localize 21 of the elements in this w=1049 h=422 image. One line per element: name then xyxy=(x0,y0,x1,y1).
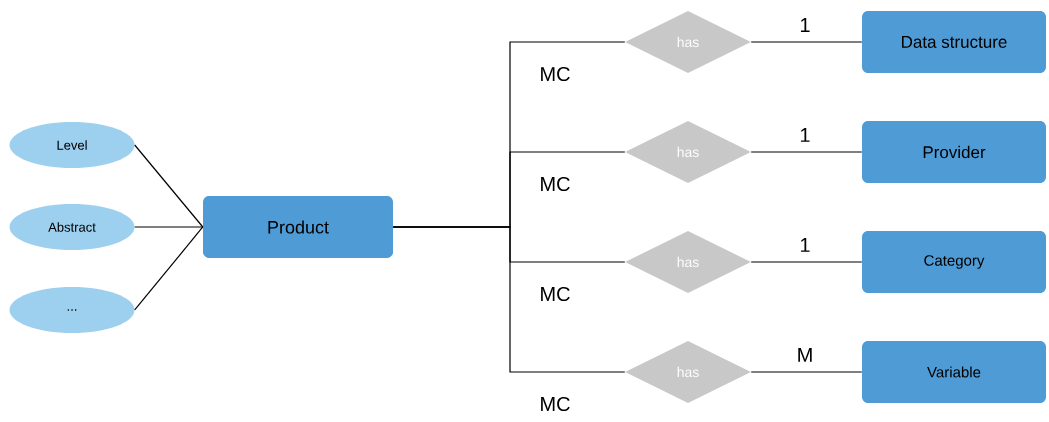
edge-label: 1 xyxy=(800,128,810,142)
edge-label: MC xyxy=(541,176,570,192)
entity-box: Product xyxy=(203,196,393,258)
entity-box: Data structure xyxy=(862,11,1046,73)
connector-line xyxy=(392,226,626,373)
connector-line xyxy=(134,144,204,228)
connector-line xyxy=(134,226,204,228)
edge-label: 1 xyxy=(800,18,810,32)
connector-line xyxy=(750,151,863,153)
entity-box: Provider xyxy=(862,121,1046,183)
connector-line xyxy=(134,226,204,311)
edge-label: MC xyxy=(541,66,570,82)
edge-label: MC xyxy=(541,396,570,412)
edge-label: M xyxy=(798,348,812,362)
edge-label: MC xyxy=(541,286,570,302)
edge-label: 1 xyxy=(800,238,810,252)
entity-box: Variable xyxy=(862,341,1046,403)
connector-line xyxy=(750,41,863,43)
connector-line xyxy=(750,261,863,263)
connector-line xyxy=(750,371,863,373)
entity-box: Category xyxy=(862,231,1046,293)
